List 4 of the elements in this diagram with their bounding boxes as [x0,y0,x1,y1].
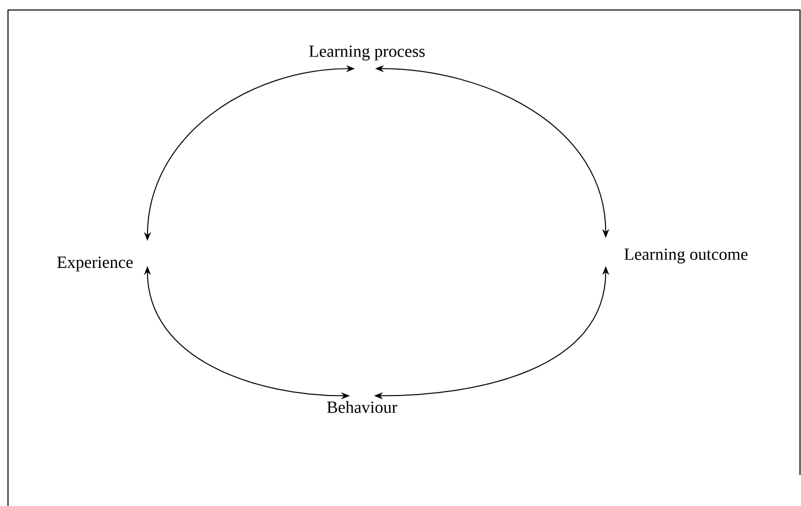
node-label: Learning process [309,46,425,60]
node-label: Learning outcome [624,248,748,264]
node-label: Experience [57,256,133,272]
node-label: Behaviour [327,401,398,413]
